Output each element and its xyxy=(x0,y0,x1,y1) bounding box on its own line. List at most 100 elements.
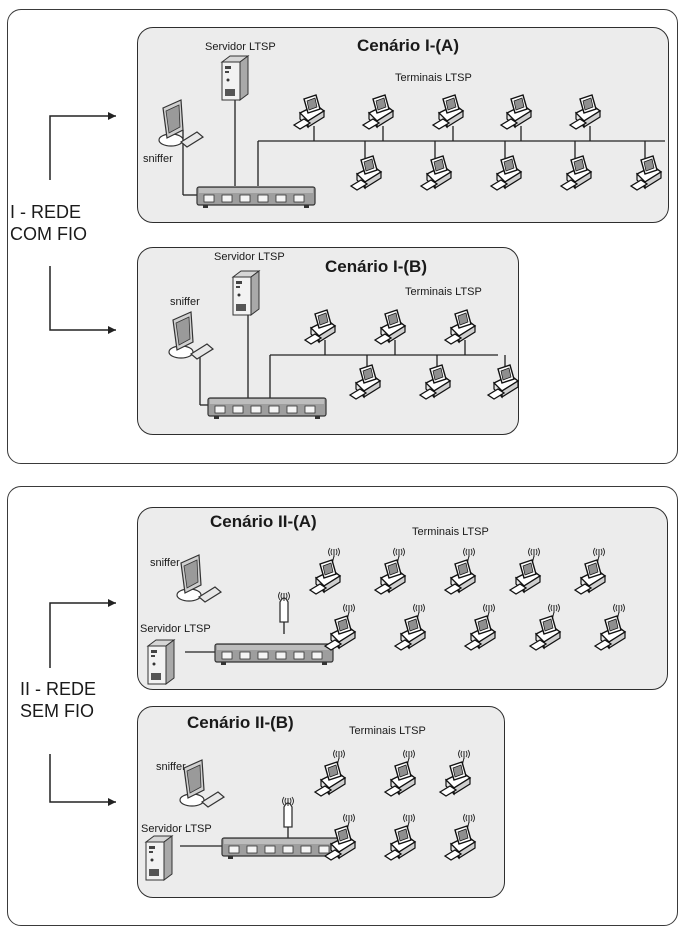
desktop-terminal-icon xyxy=(438,749,472,797)
wifi-signal-icon xyxy=(343,603,355,613)
wifi-signal-icon xyxy=(458,749,470,759)
scenario-1b-server-label: Servidor LTSP xyxy=(214,251,285,263)
desktop-terminal-icon xyxy=(559,155,593,191)
wifi-signal-icon xyxy=(403,813,415,823)
desktop-terminal-icon xyxy=(313,749,347,797)
switch-port xyxy=(257,651,269,660)
wifi-signal-icon xyxy=(463,813,475,823)
desktop-terminal-icon xyxy=(418,364,452,400)
switch-port xyxy=(268,405,280,414)
server-tower-icon xyxy=(231,270,261,316)
desktop-terminal-icon xyxy=(303,309,337,345)
section-wireless-label-line1: II - REDE xyxy=(20,679,97,699)
desktop-terminal-icon xyxy=(308,547,342,595)
scenario-2a-server-label: Servidor LTSP xyxy=(140,623,211,635)
desktop-terminal-icon xyxy=(323,603,357,651)
wifi-signal-icon xyxy=(278,591,290,601)
wireless-antenna-icon xyxy=(282,796,294,839)
switch-port xyxy=(232,405,244,414)
arrow-to-scenario-2a-head xyxy=(108,599,116,607)
switch-port xyxy=(250,405,262,414)
switch-port xyxy=(293,651,305,660)
desktop-terminal-icon xyxy=(292,94,326,130)
switch-port xyxy=(239,194,251,203)
wifi-signal-icon xyxy=(613,603,625,613)
desktop-terminal-icon xyxy=(528,603,562,651)
scenario-2a-sniffer-label: sniffer xyxy=(150,557,180,569)
switch-port xyxy=(293,194,305,203)
wifi-signal-icon xyxy=(528,547,540,557)
switch-port xyxy=(239,651,251,660)
wireless-antenna-icon xyxy=(278,591,290,634)
wifi-signal-icon xyxy=(393,547,405,557)
network-switch-icon xyxy=(196,186,316,208)
wifi-signal-icon xyxy=(593,547,605,557)
desktop-terminal-icon xyxy=(508,547,542,595)
monitor-keyboard-icon xyxy=(168,311,215,360)
switch-port xyxy=(286,405,298,414)
scenario-1a-terminals-label: Terminais LTSP xyxy=(395,72,472,84)
scenario-2b-title: Cenário II-(B) xyxy=(187,713,294,732)
section-wireless-label: II - REDE SEM FIO xyxy=(20,678,96,722)
arrow-to-scenario-2b xyxy=(49,754,116,803)
desktop-terminal-icon xyxy=(489,155,523,191)
desktop-terminal-icon xyxy=(443,309,477,345)
wifi-signal-icon xyxy=(403,749,415,759)
switch-port xyxy=(214,405,226,414)
switch-port xyxy=(318,845,330,854)
server-tower-icon xyxy=(220,55,250,101)
desktop-terminal-icon xyxy=(568,94,602,130)
arrow-to-scenario-1b xyxy=(49,266,116,331)
switch-port xyxy=(203,194,215,203)
desktop-terminal-icon xyxy=(593,603,627,651)
monitor-keyboard-icon xyxy=(179,759,226,808)
switch-port xyxy=(246,845,258,854)
server-tower-icon xyxy=(146,639,176,685)
scenario-2a-title: Cenário II-(A) xyxy=(210,512,317,531)
switch-port xyxy=(275,194,287,203)
wifi-signal-icon xyxy=(343,813,355,823)
desktop-terminal-icon xyxy=(393,603,427,651)
section-wireless-label-line2: SEM FIO xyxy=(20,701,95,721)
scenario-1a-sniffer-label: sniffer xyxy=(143,153,173,165)
desktop-terminal-icon xyxy=(573,547,607,595)
wifi-signal-icon xyxy=(483,603,495,613)
desktop-terminal-icon xyxy=(349,155,383,191)
arrow-to-scenario-1a xyxy=(49,115,116,180)
switch-port xyxy=(221,194,233,203)
wifi-signal-icon xyxy=(282,796,294,806)
arrow-to-scenario-1b-head xyxy=(108,326,116,334)
desktop-terminal-icon xyxy=(348,364,382,400)
network-switch-icon xyxy=(207,397,327,419)
desktop-terminal-icon xyxy=(373,547,407,595)
desktop-terminal-icon xyxy=(443,813,477,861)
switch-port xyxy=(264,845,276,854)
wifi-signal-icon xyxy=(413,603,425,613)
switch-port xyxy=(304,405,316,414)
switch-port xyxy=(311,651,323,660)
scenario-1b-title: Cenário I-(B) xyxy=(325,257,427,276)
scenario-2b-sniffer-label: sniffer xyxy=(156,761,186,773)
network-switch-icon xyxy=(221,837,341,859)
wifi-signal-icon xyxy=(463,547,475,557)
section-wired-label: I - REDE COM FIO xyxy=(10,201,87,245)
scenario-2a-terminals-label: Terminais LTSP xyxy=(412,526,489,538)
scenario-1b-sniffer-label: sniffer xyxy=(170,296,200,308)
wifi-signal-icon xyxy=(328,547,340,557)
desktop-terminal-icon xyxy=(463,603,497,651)
arrow-to-scenario-1a-head xyxy=(108,112,116,120)
desktop-terminal-icon xyxy=(361,94,395,130)
monitor-keyboard-icon xyxy=(158,99,205,148)
desktop-terminal-icon xyxy=(499,94,533,130)
desktop-terminal-icon xyxy=(443,547,477,595)
switch-port xyxy=(228,845,240,854)
switch-port xyxy=(275,651,287,660)
wifi-signal-icon xyxy=(548,603,560,613)
scenario-1a-title: Cenário I-(A) xyxy=(357,36,459,55)
desktop-terminal-icon xyxy=(323,813,357,861)
switch-port xyxy=(300,845,312,854)
monitor-keyboard-icon xyxy=(176,554,223,603)
switch-port xyxy=(257,194,269,203)
arrow-to-scenario-2a xyxy=(49,602,116,668)
